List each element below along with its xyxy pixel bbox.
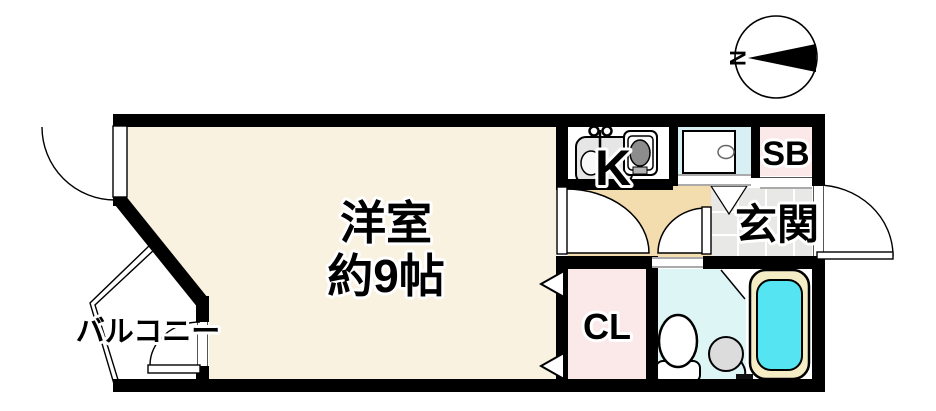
room-labels: 洋室 約9帖 バルコニー K 玄関 CL SB bbox=[73, 132, 822, 351]
compass-icon: N bbox=[726, 15, 818, 99]
wall-kitchen-divider bbox=[556, 114, 568, 190]
wall-top bbox=[113, 114, 825, 127]
wall-closet-bath bbox=[646, 256, 658, 392]
closet-door-mark-top bbox=[538, 269, 565, 299]
hall-door-leaf bbox=[556, 186, 568, 255]
stove-icon bbox=[623, 130, 658, 176]
wall-right-lower bbox=[812, 256, 825, 392]
main-room-label-line1: 洋室 bbox=[340, 197, 432, 249]
wall-hall-bottom-right bbox=[703, 256, 825, 269]
room-door-leaf bbox=[112, 125, 128, 198]
wall-balcony-upper bbox=[196, 296, 209, 326]
balcony-railing bbox=[89, 244, 151, 385]
kitchen-label: K bbox=[595, 140, 631, 196]
shoebox-label: SB bbox=[762, 135, 809, 173]
toilet-icon bbox=[655, 313, 701, 383]
north-arrow bbox=[748, 44, 816, 72]
bath-door-leaf bbox=[701, 206, 712, 255]
wall-hall-bottom-left bbox=[556, 256, 653, 269]
wall-laundry-sb bbox=[751, 114, 760, 178]
entrance-door-arc bbox=[816, 184, 894, 257]
wall-right-upper bbox=[812, 114, 825, 187]
closet-door-mark-bottom bbox=[538, 351, 565, 381]
bathtub-icon bbox=[748, 268, 811, 381]
shoebox-floor bbox=[760, 127, 812, 178]
entrance-door-gap bbox=[812, 186, 825, 256]
entrance-door-leaf bbox=[816, 251, 894, 260]
balcony-label: バルコニー bbox=[76, 316, 220, 348]
north-label: N bbox=[726, 50, 751, 66]
walls bbox=[113, 114, 825, 392]
main-room-label-line2: 約9帖 bbox=[327, 250, 445, 302]
wall-bottom bbox=[113, 379, 825, 392]
balcony-door-arc bbox=[149, 321, 201, 366]
washing-machine-pan-icon bbox=[682, 130, 736, 174]
wall-left-corner bbox=[113, 114, 127, 128]
closet-label: CL bbox=[583, 306, 631, 347]
wall-kitchen-laundry bbox=[669, 114, 678, 186]
wall-kitchen-bottom bbox=[556, 179, 673, 190]
room-door-arc bbox=[41, 126, 116, 201]
doors-and-openings bbox=[41, 125, 894, 385]
shoebox-opening bbox=[760, 176, 812, 189]
wall-diagonal bbox=[114, 195, 209, 308]
bath-door-arc bbox=[657, 207, 707, 254]
balcony-railing-inner bbox=[94, 248, 156, 384]
balcony-door-leaf bbox=[147, 364, 201, 374]
main-room-floor bbox=[127, 127, 556, 379]
bathroom-corner-line bbox=[720, 269, 746, 300]
closet-floor bbox=[568, 269, 646, 379]
hall-door-arc bbox=[565, 188, 650, 254]
bath-door-gap bbox=[652, 257, 703, 268]
laundry-opening bbox=[678, 174, 751, 186]
entrance-label: 玄関 bbox=[735, 201, 819, 248]
balcony-door-gap bbox=[196, 322, 209, 366]
